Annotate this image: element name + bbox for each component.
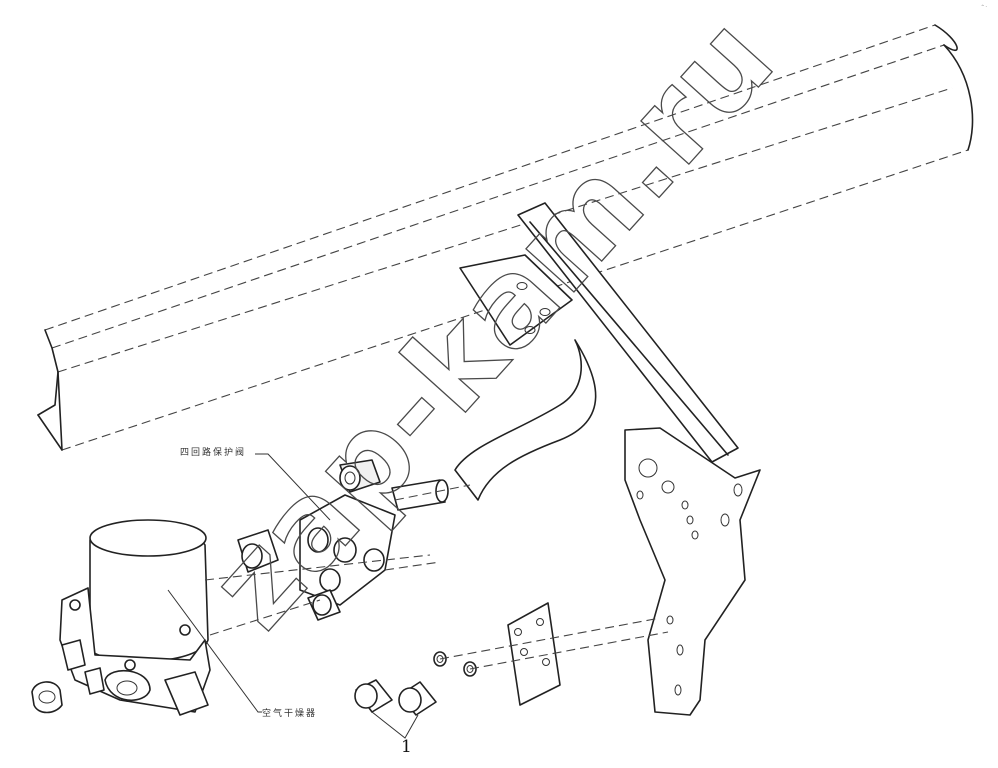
leader-protection-valve <box>255 453 331 521</box>
reference-number: 1 <box>401 737 412 757</box>
corner-mark: ^ - <box>981 4 988 9</box>
adapter-plate <box>507 602 561 706</box>
vertical-mounting-plate <box>624 427 761 716</box>
frame-rail <box>37 24 974 451</box>
label-protection-valve: 四回路保护阀 <box>180 446 246 458</box>
label-air-dryer: 空气干燥器 <box>262 707 317 719</box>
mounting-bracket-arm <box>454 202 739 501</box>
four-circuit-protection-valve <box>237 459 471 621</box>
fastener-set <box>354 617 669 739</box>
leader-air-dryer <box>167 589 262 713</box>
air-dryer <box>31 519 431 716</box>
